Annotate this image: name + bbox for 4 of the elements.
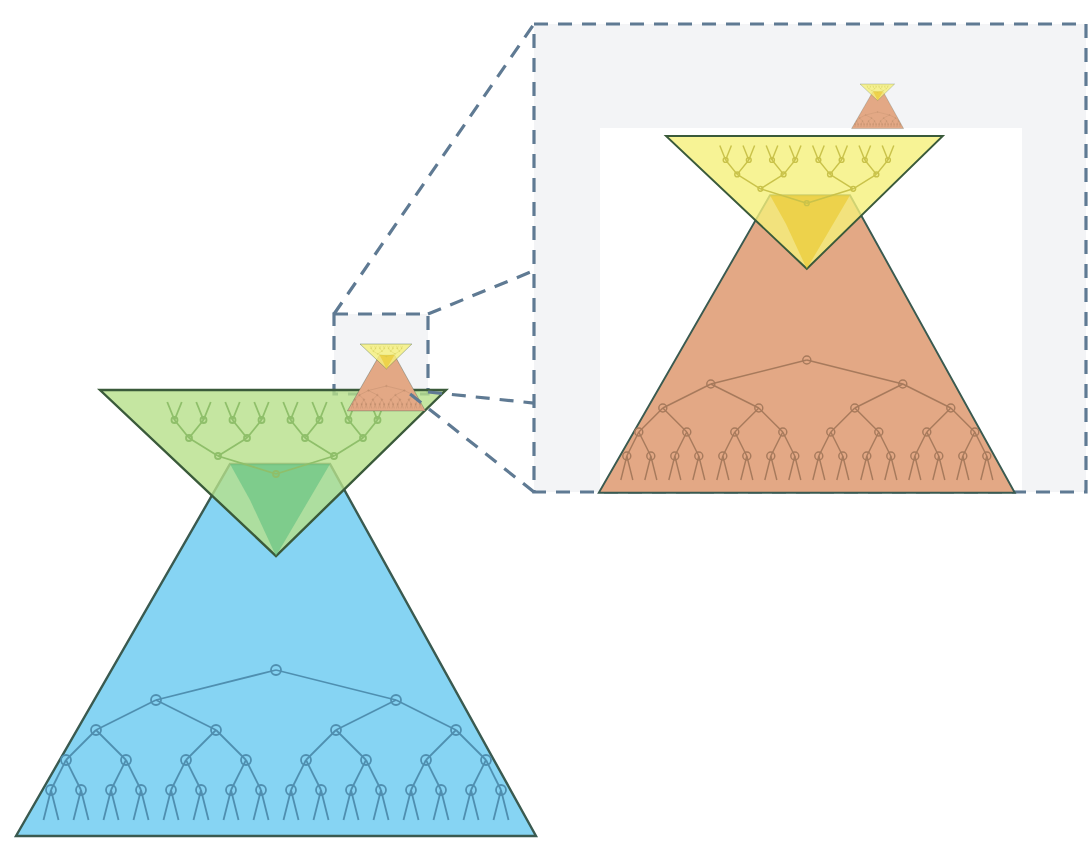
zoom-line [427,269,535,316]
zoom-line [409,392,535,494]
zoom-line [332,23,536,315]
zoom-line [427,390,535,405]
